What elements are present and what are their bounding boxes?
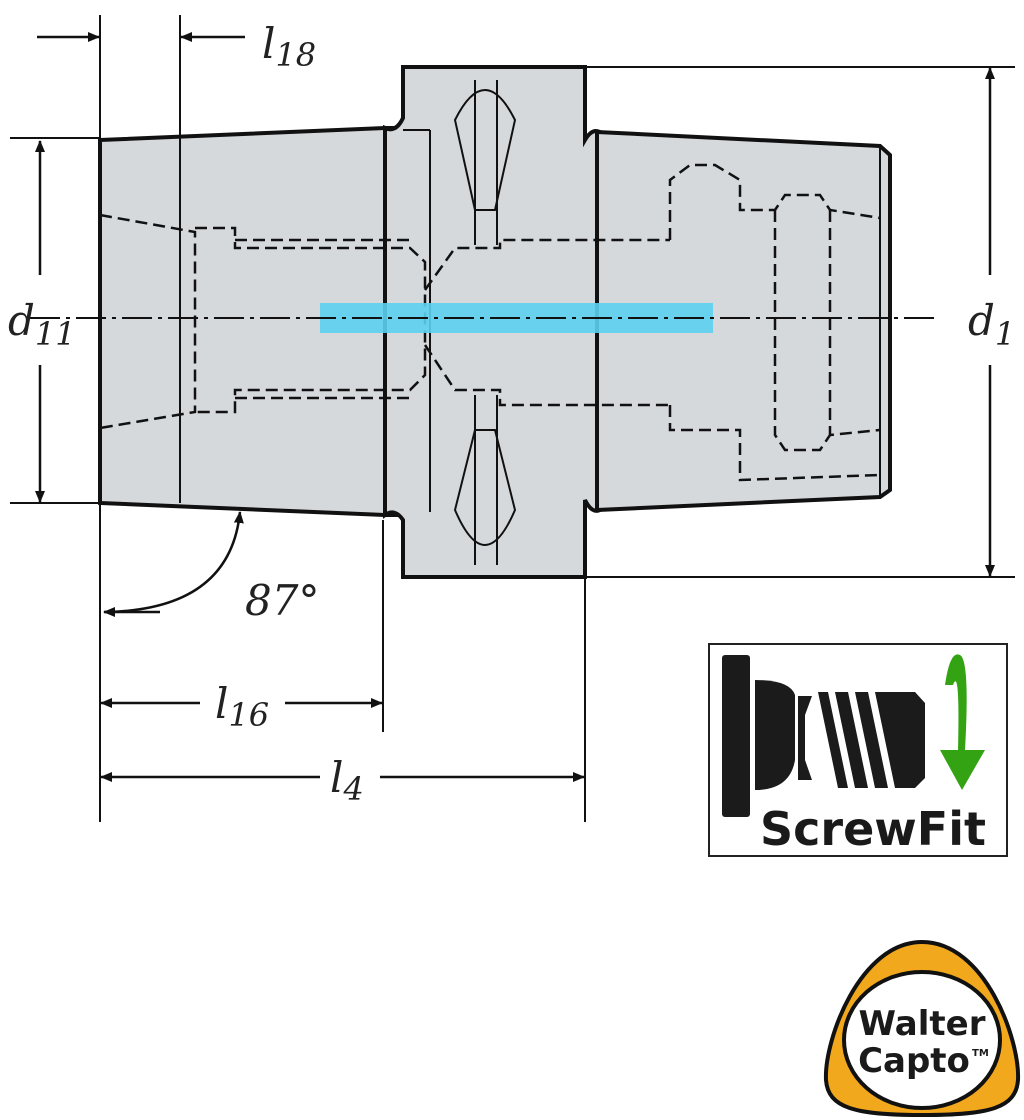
screwfit-label: ScrewFit xyxy=(760,802,986,856)
dim-label-d1: d1 xyxy=(968,296,1015,353)
logo-text-capto: Capto xyxy=(858,1041,970,1081)
screw-body-icon xyxy=(755,680,795,790)
dim-label-d11: d11 xyxy=(8,296,76,353)
dim-label-l18: l18 xyxy=(262,19,316,74)
dim-label-l4: l4 xyxy=(330,753,364,808)
internal-lines xyxy=(179,80,881,565)
screw-head-icon xyxy=(722,655,750,817)
walter-capto-logo: Walter Capto TM xyxy=(823,939,1021,1118)
angle-label: 87° xyxy=(245,576,319,625)
dim-label-l16: l16 xyxy=(215,679,269,734)
screwfit-badge: ScrewFit xyxy=(708,643,1008,857)
logo-tm: TM xyxy=(972,1048,989,1059)
logo-text-walter: Walter xyxy=(859,1004,986,1044)
rotate-arrow-icon xyxy=(940,654,985,790)
dimension-lines xyxy=(35,32,995,782)
screw-thread-icon xyxy=(818,692,925,788)
